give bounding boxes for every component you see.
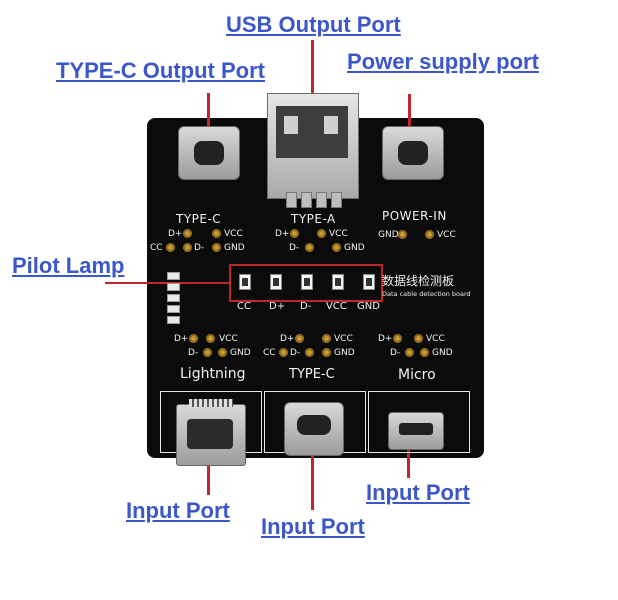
typec-vcc-pad [212,229,221,238]
micro-bay-frame [368,391,470,453]
typea-header: TYPE-A [291,212,336,226]
typec-dplus-label: D+ [168,229,183,239]
leader-input-right [407,440,410,478]
typec-input-header: TYPE-C [289,367,335,382]
typec-header: TYPE-C [176,212,222,226]
board-title-chinese: 数据线检测板 [382,274,455,288]
lightning-input-connector [176,399,246,466]
micro-vcc-pad [414,334,423,343]
typea-gnd-pad [332,243,341,252]
typec-dminus-pad [183,243,192,252]
leader-usb-output [311,40,314,96]
typea-vcc-label: VCC [329,229,348,239]
side-led-3 [167,294,180,302]
typec-gnd-pad [212,243,221,252]
led-dminus [301,274,313,290]
leader-input-left [207,452,210,495]
lightning-dplus-pad [189,334,198,343]
side-led-2 [167,283,180,291]
usb-a-output-connector [267,93,359,208]
led-dplus-label: D+ [269,301,286,312]
micro-dminus-pad [405,348,414,357]
typec-in-dminus-label: D- [290,348,301,358]
power-in-header: POWER-IN [382,209,447,223]
pilot-lamp-label: Pilot Lamp [12,253,125,278]
typea-vcc-pad [317,229,326,238]
lightning-dminus-pad [203,348,212,357]
typea-dminus-pad [305,243,314,252]
lightning-header: Lightning [180,366,246,382]
lightning-vcc-label: VCC [219,334,238,344]
typec-in-cc-pad [279,348,288,357]
led-cc [239,274,251,290]
typec-vcc-label: VCC [224,229,243,239]
led-vcc-label: VCC [326,301,347,312]
micro-gnd-label: GND [432,348,453,358]
power-gnd-pad [398,230,407,239]
side-led-5 [167,316,180,324]
lightning-vcc-pad [206,334,215,343]
typea-dplus-pad [290,229,299,238]
input-port-center-label: Input Port [261,514,365,539]
micro-vcc-label: VCC [426,334,445,344]
typec-cc-label: CC [150,243,163,253]
typec-gnd-label: GND [224,243,245,253]
input-port-right-label: Input Port [366,480,470,505]
micro-dplus-label: D+ [378,334,393,344]
leader-typec-output [207,93,210,126]
input-port-left-label: Input Port [126,498,230,523]
typec-in-cc-label: CC [263,348,276,358]
pilot-lamp-highlight [229,264,383,302]
typec-in-vcc-pad [322,334,331,343]
led-vcc [332,274,344,290]
micro-dminus-label: D- [390,348,401,358]
typea-gnd-label: GND [344,243,365,253]
micro-header: Micro [398,367,436,383]
led-gnd [363,274,375,290]
typec-in-dplus-label: D+ [280,334,295,344]
typec-in-vcc-label: VCC [334,334,353,344]
typec-in-dminus-pad [305,348,314,357]
lightning-dminus-label: D- [188,348,199,358]
power-vcc-label: VCC [437,230,456,240]
typea-dminus-label: D- [289,243,300,253]
micro-gnd-pad [420,348,429,357]
side-led-1 [167,272,180,280]
power-in-connector [382,126,444,180]
typec-in-dplus-pad [295,334,304,343]
lightning-dplus-label: D+ [174,334,189,344]
led-gnd-label: GND [357,301,380,312]
board-subtitle: Data cable detection board [382,290,471,298]
typec-output-connector [178,126,240,180]
power-vcc-pad [425,230,434,239]
typec-output-port-label: TYPE-C Output Port [56,58,265,83]
typec-cc-pad [166,243,175,252]
power-gnd-label: GND [378,230,399,240]
typec-in-gnd-label: GND [334,348,355,358]
leader-input-center [311,452,314,510]
micro-dplus-pad [393,334,402,343]
typec-dplus-pad [183,229,192,238]
micro-input-connector [388,412,444,450]
side-led-4 [167,305,180,313]
led-dminus-label: D- [300,301,312,312]
typea-dplus-label: D+ [275,229,290,239]
led-cc-label: CC [237,301,251,312]
usb-output-port-label: USB Output Port [226,12,401,37]
typec-in-gnd-pad [322,348,331,357]
typec-input-connector [284,402,344,456]
power-supply-port-label: Power supply port [347,49,539,74]
lightning-gnd-pad [218,348,227,357]
lightning-gnd-label: GND [230,348,251,358]
typec-dminus-label: D- [194,243,205,253]
led-dplus [270,274,282,290]
leader-power-supply [408,94,411,127]
